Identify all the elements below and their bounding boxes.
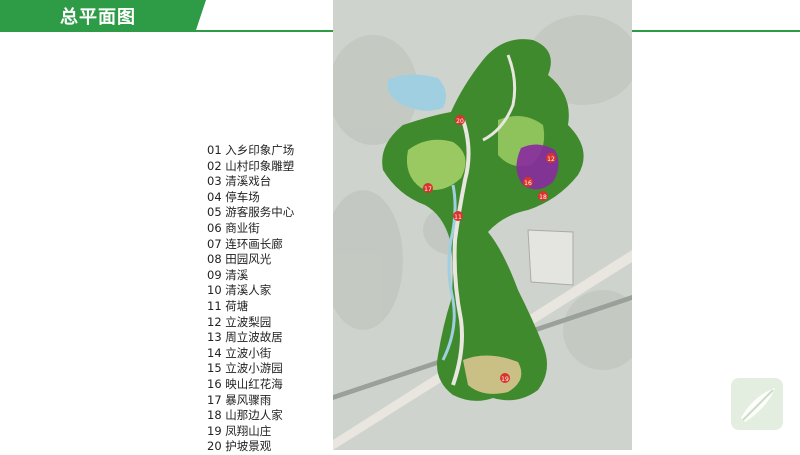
legend-item-12: 12 立波梨园 xyxy=(207,314,272,329)
park-road xyxy=(451,119,471,386)
page-title: 总平面图 xyxy=(60,7,136,28)
marker-16: 16 xyxy=(523,177,533,187)
reservoir-lake xyxy=(387,74,447,111)
legend-item-17: 17 暴风骤雨 xyxy=(207,392,272,407)
lawn-area xyxy=(406,139,466,191)
legend-item-19: 19 凤翔山庄 xyxy=(207,423,272,438)
stream xyxy=(441,184,457,361)
legend-item-07: 07 连环画长廊 xyxy=(207,236,283,251)
park-road-branch xyxy=(482,54,517,142)
site-plan-map: 20 17 16 18 12 11 xyxy=(333,0,632,450)
leaf-logo-icon xyxy=(731,378,783,430)
legend-item-11: 11 荷塘 xyxy=(207,298,249,313)
svg-text:16: 16 xyxy=(524,180,532,187)
legend-item-15: 15 立波小游园 xyxy=(207,361,283,376)
marker-19: 19 xyxy=(500,373,510,383)
legend-item-16: 16 映山红花海 xyxy=(207,376,283,391)
map-markers: 20 17 16 18 12 11 xyxy=(423,115,556,383)
legend-item-08: 08 田园风光 xyxy=(207,252,272,267)
legend-item-10: 10 清溪人家 xyxy=(207,283,272,298)
legend-item-20: 20 护坡景观 xyxy=(207,439,272,454)
legend-item-06: 06 商业街 xyxy=(207,220,260,235)
legend-item-18: 18 山那边人家 xyxy=(207,408,283,423)
site-plan-svg: 20 17 16 18 12 11 xyxy=(333,0,632,450)
marker-12: 12 xyxy=(546,153,556,163)
title-bar: 总平面图 xyxy=(0,0,206,30)
marker-11: 11 xyxy=(453,211,463,221)
svg-text:17: 17 xyxy=(424,186,432,193)
marker-20: 20 xyxy=(455,115,465,125)
legend-item-02: 02 山村印象雕塑 xyxy=(207,158,295,173)
legend-item-01: 01 入乡印象广场 xyxy=(207,143,295,157)
svg-text:11: 11 xyxy=(454,214,462,221)
legend-item-09: 09 清溪 xyxy=(207,267,249,282)
svg-text:20: 20 xyxy=(456,118,464,125)
marker-17: 17 xyxy=(423,183,433,193)
legend-item-03: 03 清溪戏台 xyxy=(207,174,272,189)
marker-18: 18 xyxy=(538,191,548,201)
svg-text:12: 12 xyxy=(547,156,555,163)
legend-item-05: 05 游客服务中心 xyxy=(207,205,295,220)
svg-text:19: 19 xyxy=(501,376,509,383)
legend-item-13: 13 周立波故居 xyxy=(207,330,283,345)
park-plaza xyxy=(463,355,522,394)
building-compound xyxy=(527,229,574,286)
flower-sea xyxy=(516,144,559,190)
legend-item-04: 04 停车场 xyxy=(207,189,260,204)
legend-list: 01 入乡印象广场 02 山村印象雕塑 03 清溪戏台 04 停车场 05 游客… xyxy=(207,143,294,455)
legend-item-14: 14 立波小街 xyxy=(207,345,272,360)
svg-text:18: 18 xyxy=(539,194,547,201)
